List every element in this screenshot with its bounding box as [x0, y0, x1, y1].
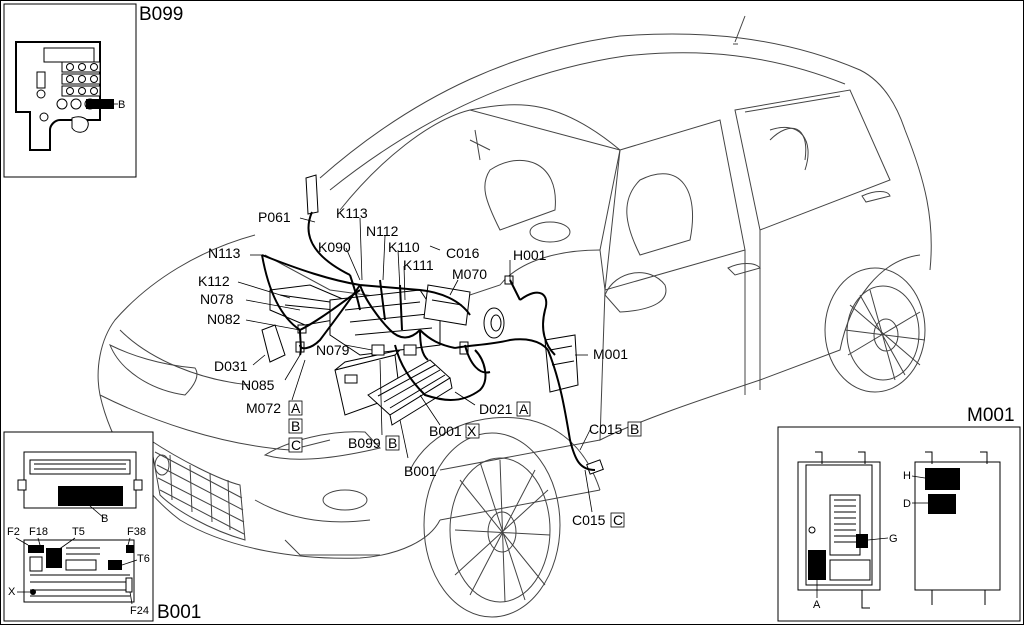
label-m072-c: C: [288, 437, 303, 453]
inset-b001-pin-b: B: [101, 513, 108, 525]
inset-m001-title: M001: [967, 405, 1015, 426]
label-n082: N082: [207, 311, 241, 327]
inset-b001-pin-x: X: [8, 586, 16, 598]
svg-text:C: C: [291, 437, 301, 453]
inset-b001-pin-f18: F18: [29, 526, 48, 538]
svg-text:A: A: [291, 400, 301, 416]
inset-b001-pin-t5: T5: [72, 526, 85, 538]
label-n113: N113: [208, 245, 241, 261]
label-k090: K090: [318, 239, 351, 255]
d031-component: [261, 324, 286, 363]
c016-ecu: [423, 284, 471, 326]
label-d021: D021 A: [479, 401, 531, 417]
label-d031: D031: [214, 358, 248, 374]
label-b001-x: B001 X: [429, 423, 480, 439]
label-p061: P061: [258, 209, 291, 225]
label-m070: M070: [452, 266, 487, 282]
inset-m001-pin-g: G: [889, 533, 898, 545]
leader-lines: [237, 217, 593, 513]
m070-brake-booster: [483, 307, 505, 339]
svg-text:A: A: [519, 401, 529, 417]
inset-m001-pin-a: A: [813, 599, 821, 611]
label-n085: N085: [241, 377, 275, 393]
inset-b001-title: B001: [157, 602, 201, 623]
inset-b001-pin-f2: F2: [7, 526, 20, 538]
inset-b001: B001 B F2 F18 T5 F38 T6 X F24: [3, 431, 201, 623]
label-m001: M001: [593, 346, 628, 362]
inset-b001-pin-t6: T6: [137, 553, 150, 565]
svg-text:B001: B001: [429, 423, 462, 439]
inset-m001-pin-h: H: [903, 470, 911, 482]
svg-text:C: C: [613, 512, 623, 528]
inset-m001: M001 G A H D: [777, 405, 1021, 622]
label-c016: C016: [446, 245, 480, 261]
p061-sensor: [305, 174, 319, 215]
car-illustration: [97, 15, 932, 618]
svg-text:D021: D021: [479, 401, 513, 417]
label-k113: K113: [336, 205, 368, 221]
inset-b099: B099 B: [3, 3, 183, 178]
wiring-harness: [261, 211, 596, 471]
inset-b099-title: B099: [139, 4, 183, 25]
svg-text:B: B: [388, 435, 397, 451]
label-k110: K110: [388, 239, 420, 255]
svg-text:B: B: [630, 421, 639, 437]
label-k112: K112: [198, 273, 230, 289]
inset-m001-pin-d: D: [903, 498, 911, 510]
label-c015-b: C015 B: [589, 421, 642, 437]
inset-b001-pin-f38: F38: [127, 526, 146, 538]
label-k111: K111: [403, 257, 434, 273]
svg-text:M072: M072: [246, 400, 281, 416]
svg-text:C015: C015: [589, 421, 623, 437]
label-b099-b: B099 B: [348, 435, 400, 451]
label-n112: N112: [366, 223, 399, 239]
label-c015-c: C015 C: [572, 512, 625, 528]
label-h001: H001: [513, 247, 547, 263]
label-m072: M072 A: [246, 400, 303, 416]
inset-b099-pin-b: B: [118, 99, 125, 111]
label-n079: N079: [316, 342, 350, 358]
label-b001: B001: [404, 463, 437, 479]
svg-text:B099: B099: [348, 435, 381, 451]
svg-text:B: B: [291, 418, 300, 434]
component-labels: P061 K113 N112 K090 K110 C016 N113 H001 …: [198, 205, 642, 528]
svg-text:C015: C015: [572, 512, 606, 528]
svg-text:X: X: [467, 423, 477, 439]
inset-b001-pin-f24: F24: [130, 605, 149, 617]
label-m072-b: B: [288, 418, 303, 434]
label-n078: N078: [200, 291, 234, 307]
